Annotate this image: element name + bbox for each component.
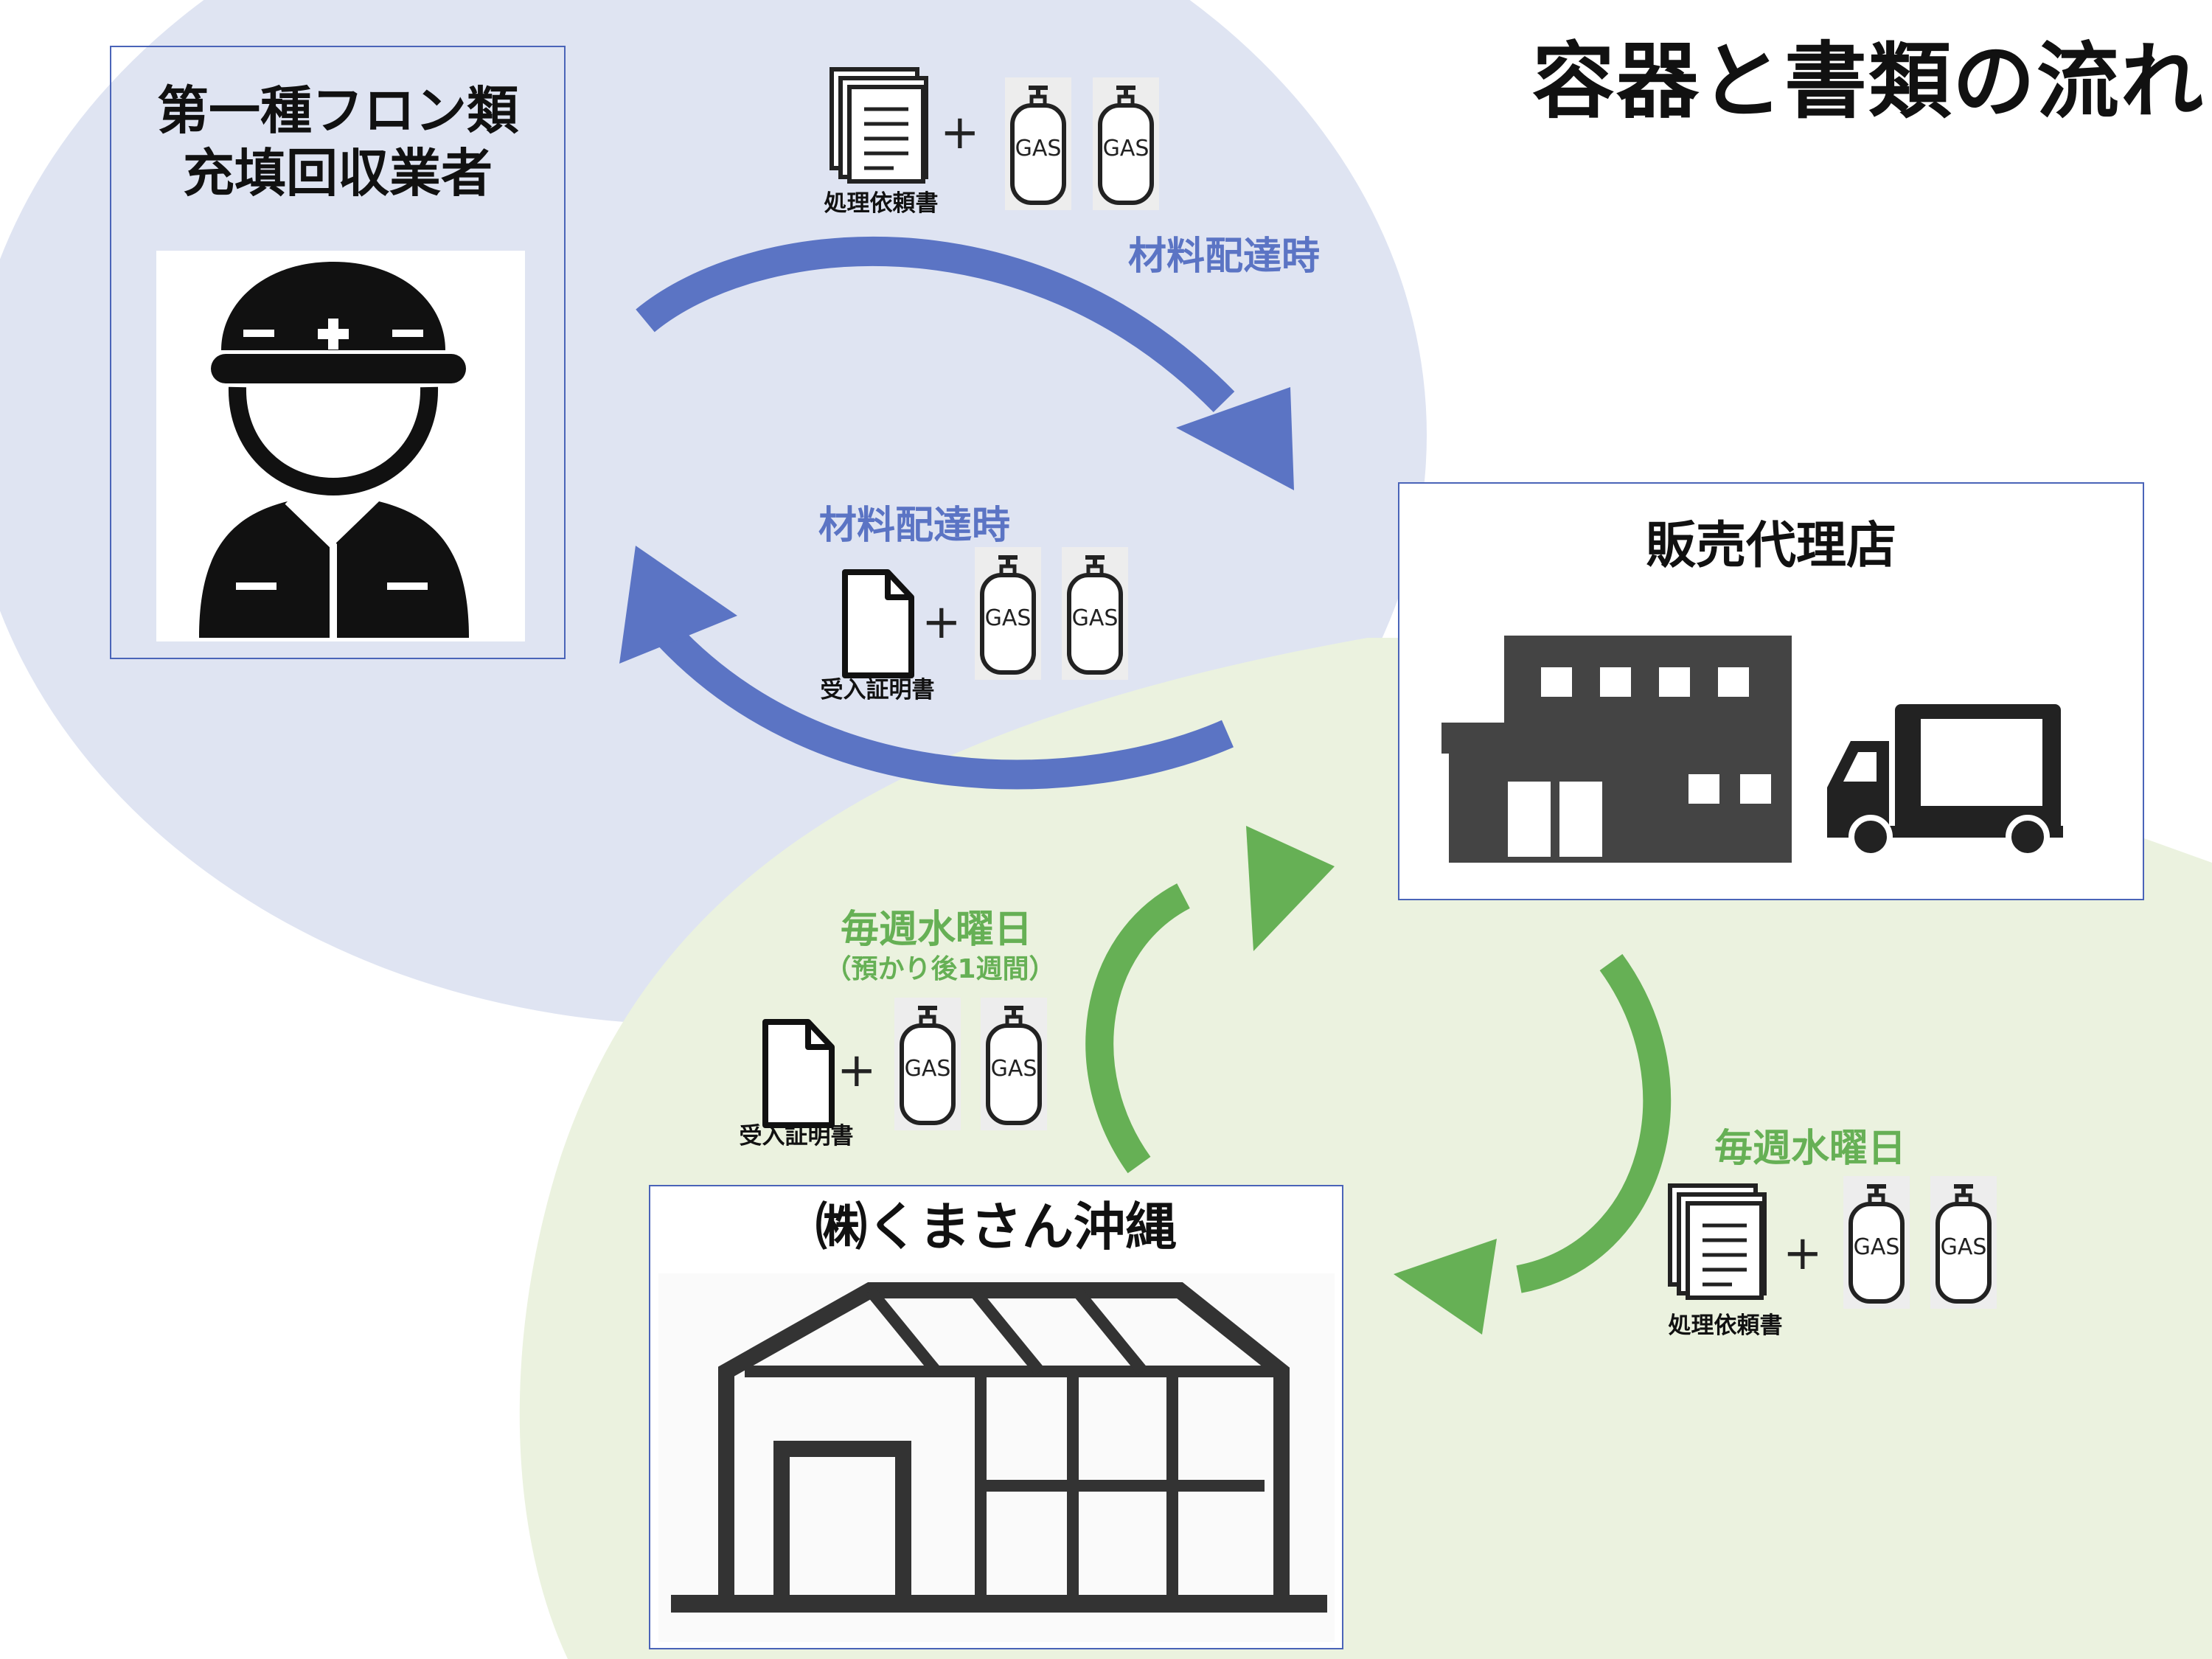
gas-cylinder-icon [1005, 77, 1071, 210]
document-icon [765, 1022, 832, 1125]
blue-arrow-top [636, 236, 1294, 490]
green-arrow-up [1085, 826, 1335, 1174]
diagram-title: 容器と書類の流れ [1532, 34, 2205, 130]
kumasan-plus: + [837, 1043, 877, 1098]
top-flow-label: 材料配達時 [1127, 234, 1320, 279]
recovery-operator-box [110, 46, 566, 659]
recovery-operator-line1: 第一種フロン類 [157, 80, 518, 141]
recovery-operator-label: 第一種フロン類 充填回収業者 [111, 80, 565, 206]
gas-cylinder-icon [1062, 547, 1128, 680]
agent-to-kumasan-label: 毎週水曜日 [1714, 1127, 1906, 1171]
gas-cylinder-icon [894, 998, 961, 1130]
return-plus: + [922, 595, 961, 650]
recovery-operator-line2: 充填回収業者 [183, 143, 493, 204]
document-stack-icon [1670, 1186, 1764, 1298]
kumasan-to-agent-sublabel: （預かり後1週間） [824, 954, 1056, 984]
green-arrow-down [1394, 953, 1672, 1335]
kumasan-label: ㈱くまさん沖縄 [815, 1197, 1177, 1257]
return-document-caption: 受入証明書 [820, 677, 935, 703]
gas-cylinder-icon [1930, 1176, 1997, 1309]
gas-cylinder-icon [1093, 77, 1159, 210]
kumasan-document-caption: 受入証明書 [739, 1123, 854, 1150]
worker-icon [156, 251, 525, 641]
truck-icon [1821, 697, 2065, 859]
agent-plus: + [1783, 1226, 1823, 1281]
kumasan-to-agent-label: 毎週水曜日 [840, 908, 1032, 952]
top-document-caption: 処理依頼書 [824, 190, 939, 217]
gas-cylinder-icon [1843, 1176, 1910, 1309]
document-stack-icon [832, 69, 926, 181]
top-plus: + [940, 105, 980, 160]
gas-cylinder-icon [981, 998, 1047, 1130]
agent-document-caption: 処理依頼書 [1668, 1312, 1783, 1339]
blue-arrow-return [619, 546, 1234, 790]
building-icon [1430, 627, 1799, 870]
warehouse-icon [658, 1273, 1335, 1642]
document-icon [845, 572, 911, 675]
gas-cylinder-icon [975, 547, 1041, 680]
return-flow-label: 材料配達時 [818, 504, 1010, 548]
sales-agent-label: 販売代理店 [1645, 517, 1896, 575]
